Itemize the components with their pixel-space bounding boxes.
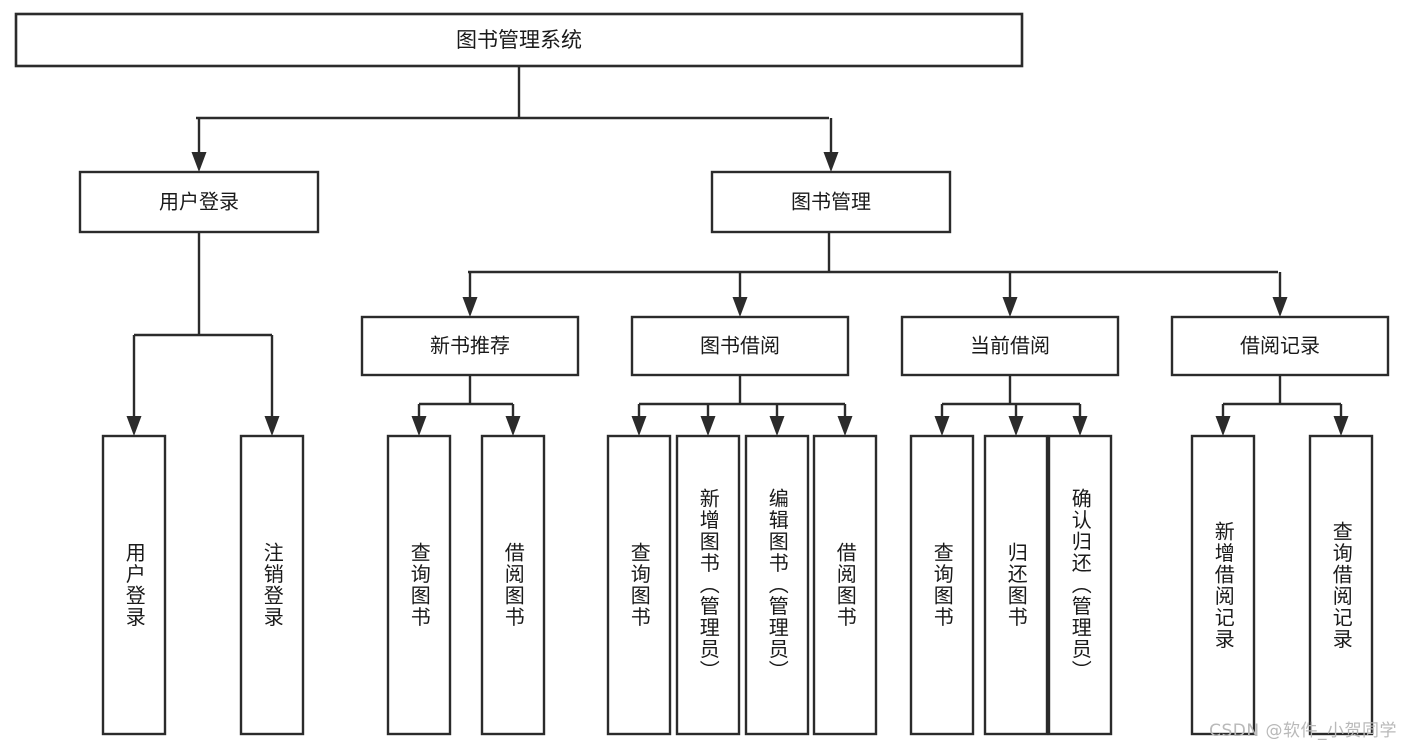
- connector-root-to-user-login-arrow-icon: [191, 152, 207, 172]
- node-box-leaf-query-book-current[interactable]: [909, 434, 975, 736]
- node-box-root[interactable]: [14, 12, 1024, 68]
- node-box-book-borrow[interactable]: [630, 315, 850, 377]
- node-box-leaf-borrow-book-recommend[interactable]: [480, 434, 546, 736]
- node-box-leaf-user-login[interactable]: [101, 434, 167, 736]
- node-box-leaf-query-borrow-record[interactable]: [1308, 434, 1374, 736]
- connector-borrow-records-to-leaf-query-borrow-record-arrow-icon: [1333, 416, 1349, 436]
- connector-current-borrow-to-leaf-return-book-arrow-icon: [1008, 416, 1024, 436]
- node-label-book-management: 图书管理: [791, 190, 871, 214]
- node-box-leaf-add-borrow-record[interactable]: [1190, 434, 1256, 736]
- node-box-leaf-logout[interactable]: [239, 434, 305, 736]
- node-box-leaf-confirm-return[interactable]: [1047, 434, 1113, 736]
- node-box-current-borrow[interactable]: [900, 315, 1120, 377]
- node-box-leaf-return-book[interactable]: [983, 434, 1049, 736]
- connector-user-login-to-leaf-user-login-arrow-icon: [126, 416, 142, 436]
- node-box-leaf-add-book[interactable]: [675, 434, 741, 736]
- node-box-borrow-records[interactable]: [1170, 315, 1390, 377]
- connector-new-book-recommend-to-leaf-borrow-book-recommend-arrow-icon: [505, 416, 521, 436]
- connector-user-login-to-leaf-logout-arrow-icon: [264, 416, 280, 436]
- connector-book-borrow-to-leaf-add-book-arrow-icon: [700, 416, 716, 436]
- connector-book-mgmt-to-current-borrow-arrow-icon: [1002, 297, 1018, 317]
- node-box-leaf-edit-book[interactable]: [744, 434, 810, 736]
- node-box-new-book-recommend[interactable]: [360, 315, 580, 377]
- node-label-user-login: 用户登录: [159, 190, 239, 214]
- connector-book-mgmt-to-book-borrow-arrow-icon: [732, 297, 748, 317]
- node-label-root: 图书管理系统: [456, 28, 582, 52]
- node-box-book-management[interactable]: [710, 170, 952, 234]
- connectors-layer: [126, 66, 1349, 436]
- connector-book-mgmt-to-new-book-recommend-arrow-icon: [462, 297, 478, 317]
- connector-book-mgmt-to-borrow-records-arrow-icon: [1272, 297, 1288, 317]
- connector-borrow-records-to-leaf-add-borrow-record-arrow-icon: [1215, 416, 1231, 436]
- connector-book-borrow-to-leaf-query-book-borrow-arrow-icon: [631, 416, 647, 436]
- node-box-leaf-query-book-borrow[interactable]: [606, 434, 672, 736]
- node-box-leaf-borrow-book[interactable]: [812, 434, 878, 736]
- node-box-leaf-query-book-recommend[interactable]: [386, 434, 452, 736]
- node-label-current-borrow: 当前借阅: [970, 334, 1050, 358]
- node-box-user-login[interactable]: [78, 170, 320, 234]
- boxes-layer: [14, 12, 1390, 736]
- watermark: CSDN @软件_小贺同学: [1209, 721, 1397, 741]
- connector-book-borrow-to-leaf-edit-book-arrow-icon: [769, 416, 785, 436]
- connector-current-borrow-to-leaf-confirm-return-arrow-icon: [1072, 416, 1088, 436]
- node-label-new-book-recommend: 新书推荐: [430, 334, 510, 358]
- connector-current-borrow-to-leaf-query-book-current-arrow-icon: [934, 416, 950, 436]
- connector-new-book-recommend-to-leaf-query-book-recommend-arrow-icon: [411, 416, 427, 436]
- node-label-book-borrow: 图书借阅: [700, 334, 780, 358]
- connector-book-borrow-to-leaf-borrow-book-arrow-icon: [837, 416, 853, 436]
- connector-root-to-book-management-arrow-icon: [823, 152, 839, 172]
- node-label-borrow-records: 借阅记录: [1240, 334, 1320, 358]
